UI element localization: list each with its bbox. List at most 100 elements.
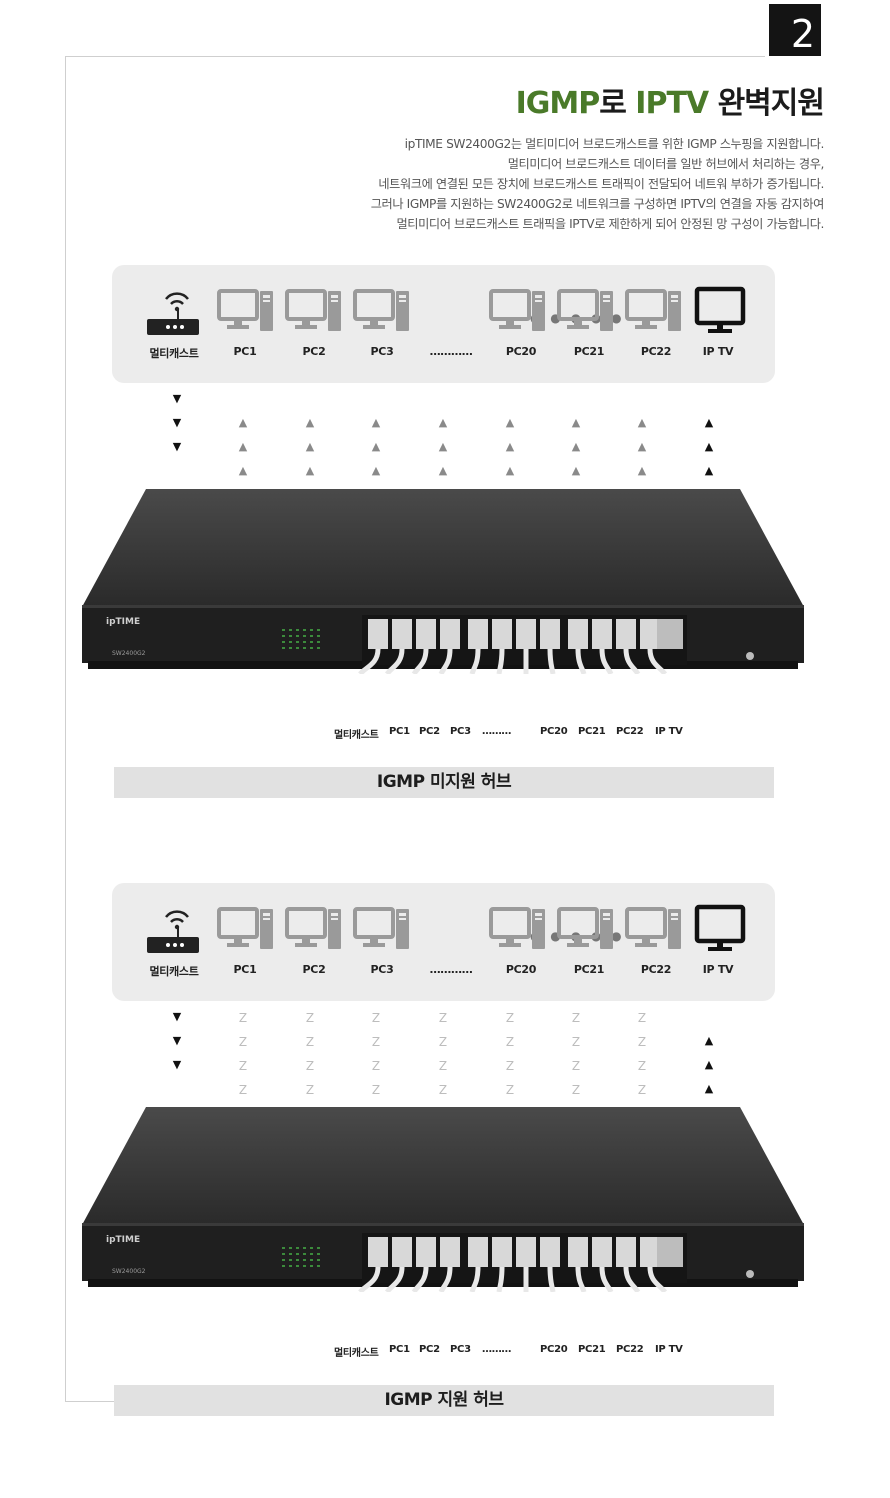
port-label-pc1: PC1 xyxy=(389,726,410,737)
up-arrow-icon: ▲ xyxy=(571,416,581,429)
blocked-z-icon: Z xyxy=(438,1059,448,1073)
pc-icon xyxy=(556,285,616,337)
ethernet-port xyxy=(440,1237,460,1267)
pc-icon xyxy=(556,903,616,955)
intro-line: 멀티미디어 브로드캐스트 데이터를 일반 허브에서 처리하는 경우, xyxy=(507,157,825,171)
device-panel: 멀티캐스트 PC1 PC2 PC3 ● ● ● ● ● ………… PC20 PC… xyxy=(112,265,775,383)
ethernet-port xyxy=(568,619,588,649)
network-cable xyxy=(547,1266,556,1293)
device-label-pc22: PC22 xyxy=(640,963,672,976)
ethernet-port xyxy=(616,1237,636,1267)
up-arrow-icon: ▲ xyxy=(238,416,248,429)
network-cable xyxy=(438,1266,453,1294)
down-arrow-icon: ▼ xyxy=(172,392,182,405)
section-number-badge: 2 xyxy=(769,4,821,56)
frame-line-bottom xyxy=(65,1401,115,1402)
device-label-pc21: PC21 xyxy=(573,345,605,358)
router-icon xyxy=(144,903,204,955)
port-label-ellipsis: ……… xyxy=(482,726,512,737)
network-cable xyxy=(575,1266,587,1293)
device-label-pc22: PC22 xyxy=(640,345,672,358)
device-label-pc1: PC1 xyxy=(233,345,257,358)
ethernet-port xyxy=(540,619,560,649)
device-label-pc3: PC3 xyxy=(370,345,394,358)
port-labels: 멀티캐스트 PC1 PC2 PC3 ……… PC20 PC21 PC22 IP … xyxy=(0,726,890,741)
port-label-ellipsis: ……… xyxy=(482,1344,512,1355)
network-cable xyxy=(599,648,614,676)
up-arrow-icon: ▲ xyxy=(438,464,448,477)
ethernet-port xyxy=(592,1237,612,1267)
blocked-z-icon: Z xyxy=(371,1083,381,1097)
ethernet-port xyxy=(468,619,488,649)
pc-icon xyxy=(488,903,548,955)
blocked-z-icon: Z xyxy=(238,1011,248,1025)
up-arrow-icon: ▲ xyxy=(637,464,647,477)
blocked-z-icon: Z xyxy=(505,1035,515,1049)
port-label-pc3: PC3 xyxy=(450,726,471,737)
pc-icon xyxy=(216,903,276,955)
blocked-z-icon: Z xyxy=(637,1059,647,1073)
port-label-pc1: PC1 xyxy=(389,1344,410,1355)
blocked-z-icon: Z xyxy=(305,1083,315,1097)
up-arrow-icon: ▲ xyxy=(371,440,381,453)
up-arrow-icon: ▲ xyxy=(305,416,315,429)
device-label-pc3: PC3 xyxy=(370,963,394,976)
up-arrow-icon: ▲ xyxy=(571,464,581,477)
svg-text:ipTIME: ipTIME xyxy=(106,617,140,627)
svg-text:SW2400G2: SW2400G2 xyxy=(112,650,146,657)
down-arrow-icon: ▼ xyxy=(172,440,182,453)
blocked-z-icon: Z xyxy=(305,1035,315,1049)
network-cable xyxy=(496,648,505,675)
blocked-z-icon: Z xyxy=(571,1035,581,1049)
blocked-z-icon: Z xyxy=(505,1011,515,1025)
up-arrow-icon: ▲ xyxy=(305,464,315,477)
blocked-z-icon: Z xyxy=(438,1011,448,1025)
blocked-z-icon: Z xyxy=(371,1035,381,1049)
up-arrow-icon: ▲ xyxy=(371,416,381,429)
title-rest: 완벽지원 xyxy=(708,86,825,121)
pc-icon xyxy=(624,903,684,955)
network-cable xyxy=(599,1266,614,1294)
pc-icon xyxy=(216,285,276,337)
tv-icon xyxy=(690,285,750,337)
down-arrow-icon: ▼ xyxy=(172,1034,182,1047)
port-label-pc21: PC21 xyxy=(578,726,606,737)
title-iptv: IPTV xyxy=(635,86,709,121)
up-arrow-icon: ▲ xyxy=(438,440,448,453)
device-panel: 멀티캐스트 PC1 PC2 PC3 ● ● ● ● ● ………… PC20 PC… xyxy=(112,883,775,1001)
pc-icon xyxy=(352,285,412,337)
up-arrow-icon: ▲ xyxy=(637,440,647,453)
up-arrow-icon: ▲ xyxy=(238,464,248,477)
section-igmp-supported: 멀티캐스트 PC1 PC2 PC3 ● ● ● ● ● ………… PC20 PC… xyxy=(0,883,890,1428)
pc-icon xyxy=(488,285,548,337)
ethernet-port xyxy=(516,619,536,649)
down-arrow-icon: ▼ xyxy=(172,1058,182,1071)
pc-icon xyxy=(284,903,344,955)
down-arrow-icon: ▼ xyxy=(172,416,182,429)
device-label-pc1: PC1 xyxy=(233,963,257,976)
port-label-pc20: PC20 xyxy=(540,1344,568,1355)
ethernet-port xyxy=(616,619,636,649)
svg-text:ipTIME: ipTIME xyxy=(106,1235,140,1245)
ethernet-port xyxy=(492,619,512,649)
router-icon xyxy=(144,285,204,337)
blocked-z-icon: Z xyxy=(505,1059,515,1073)
blocked-z-icon: Z xyxy=(571,1059,581,1073)
blocked-z-icon: Z xyxy=(238,1059,248,1073)
network-cable xyxy=(496,1266,505,1293)
ethernet-port xyxy=(568,1237,588,1267)
device-label-ellipsis: ………… xyxy=(429,345,473,358)
up-arrow-icon: ▲ xyxy=(371,464,381,477)
up-arrow-icon: ▲ xyxy=(704,1082,714,1095)
port-label-pc2: PC2 xyxy=(419,1344,440,1355)
network-switch: ipTIME SW2400G2 xyxy=(82,1107,804,1294)
blocked-z-icon: Z xyxy=(371,1011,381,1025)
ethernet-port xyxy=(440,619,460,649)
port-label-pc20: PC20 xyxy=(540,726,568,737)
ethernet-port xyxy=(516,1237,536,1267)
blocked-z-icon: Z xyxy=(238,1083,248,1097)
network-cable xyxy=(411,1266,429,1294)
up-arrow-icon: ▲ xyxy=(438,416,448,429)
up-arrow-icon: ▲ xyxy=(571,440,581,453)
port-label-iptv: IP TV xyxy=(655,726,683,737)
